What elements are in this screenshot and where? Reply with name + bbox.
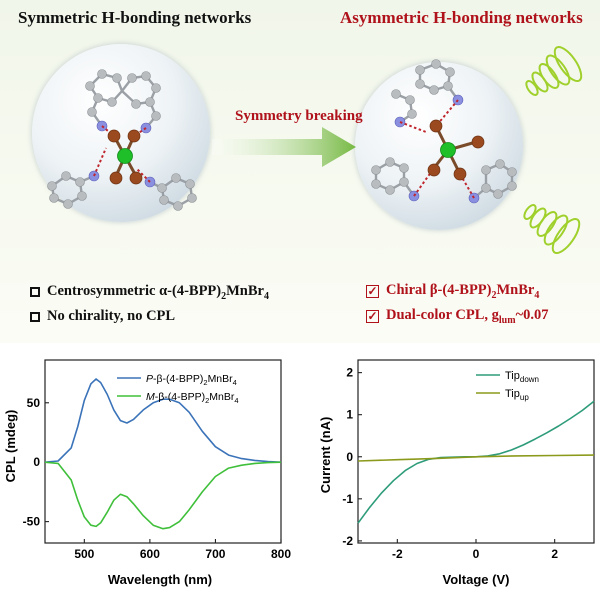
schematic-panel: Symmetric H-bonding networks Asymmetric … (0, 0, 600, 343)
y-tick-label: 0 (33, 455, 40, 469)
series-line-1 (44, 461, 282, 530)
cpl-axes: 500 600 700 800 -50 0 50 (23, 359, 291, 561)
y-tick-label: 1 (346, 408, 353, 422)
x-tick-label: -2 (392, 547, 403, 561)
y-tick-label: -50 (23, 515, 41, 529)
series-line-1 (357, 454, 595, 462)
series-line-0 (357, 400, 595, 524)
label-chiral: ✓ Chiral β-(4-BPP)2MnBr4 (366, 282, 540, 301)
cpl-lines (44, 378, 282, 530)
cpl-spiral-icon (525, 45, 583, 96)
symmetry-breaking-label: Symmetry breaking (235, 108, 363, 124)
checkbox-empty-icon (30, 311, 40, 322)
y-tick-label: 50 (27, 396, 41, 410)
header-symmetric: Symmetric H-bonding networks (18, 8, 252, 27)
label-dual-color-cpl: ✓ Dual-color CPL, glum~0.07 (366, 307, 549, 326)
iv-x-axis-label: Voltage (V) (443, 572, 510, 587)
x-tick-label: 0 (473, 547, 480, 561)
iv-curve-chart: -2 0 2 -2 -1 0 1 2 Tipdown Tipup Voltage (V) Cu… (318, 359, 595, 587)
cpl-legend: P-β-(4-BPP)2MnBr4 M-β-(4-BPP)2MnBr4 (117, 373, 239, 405)
x-tick-label: 500 (74, 547, 94, 561)
cpl-x-axis-label: Wavelength (nm) (108, 572, 212, 587)
plot-frame (357, 359, 595, 544)
label-no-chirality: No chirality, no CPL (30, 308, 175, 325)
header-asymmetric: Asymmetric H-bonding networks (340, 8, 583, 27)
y-tick-label: 2 (346, 366, 353, 380)
transition-arrow (212, 127, 356, 167)
x-tick-label: 700 (205, 547, 225, 561)
y-tick-label: -2 (342, 534, 353, 548)
cpl-spiral-icon (523, 204, 581, 255)
x-tick-label: 800 (271, 547, 291, 561)
iv-y-axis-label: Current (nA) (318, 417, 333, 494)
checkbox-checked-icon: ✓ (366, 283, 379, 298)
series-line-0 (44, 378, 282, 463)
x-tick-label: 600 (140, 547, 160, 561)
iv-axes: -2 0 2 -2 -1 0 1 2 (342, 359, 595, 561)
sphere-symmetric (32, 44, 210, 222)
y-tick-label: -1 (342, 492, 353, 506)
legend-label-tipup: Tipup (505, 388, 529, 402)
checkbox-checked-icon: ✓ (366, 308, 379, 323)
cpl-y-axis-label: CPL (mdeg) (3, 410, 18, 483)
iv-lines (357, 400, 595, 524)
legend-label-tipdown: Tipdown (505, 370, 539, 384)
iv-legend: Tipdown Tipup (476, 370, 539, 402)
legend-label-m: M-β-(4-BPP)2MnBr4 (146, 391, 239, 405)
molecule-asymmetric (371, 59, 517, 204)
cpl-spectrum-chart: 500 600 700 800 -50 0 50 P-β-(4-BPP)2MnBr4 M-β… (3, 359, 291, 587)
checkbox-empty-icon (30, 287, 40, 298)
x-tick-label: 2 (551, 547, 558, 561)
molecule-symmetric (47, 69, 197, 211)
plot-frame (44, 359, 282, 544)
legend-label-p: P-β-(4-BPP)2MnBr4 (146, 373, 237, 387)
label-centrosymmetric: Centrosymmetric α-(4-BPP)2MnBr4 (30, 283, 269, 302)
sphere-asymmetric (355, 62, 523, 230)
y-tick-label: 0 (346, 450, 353, 464)
